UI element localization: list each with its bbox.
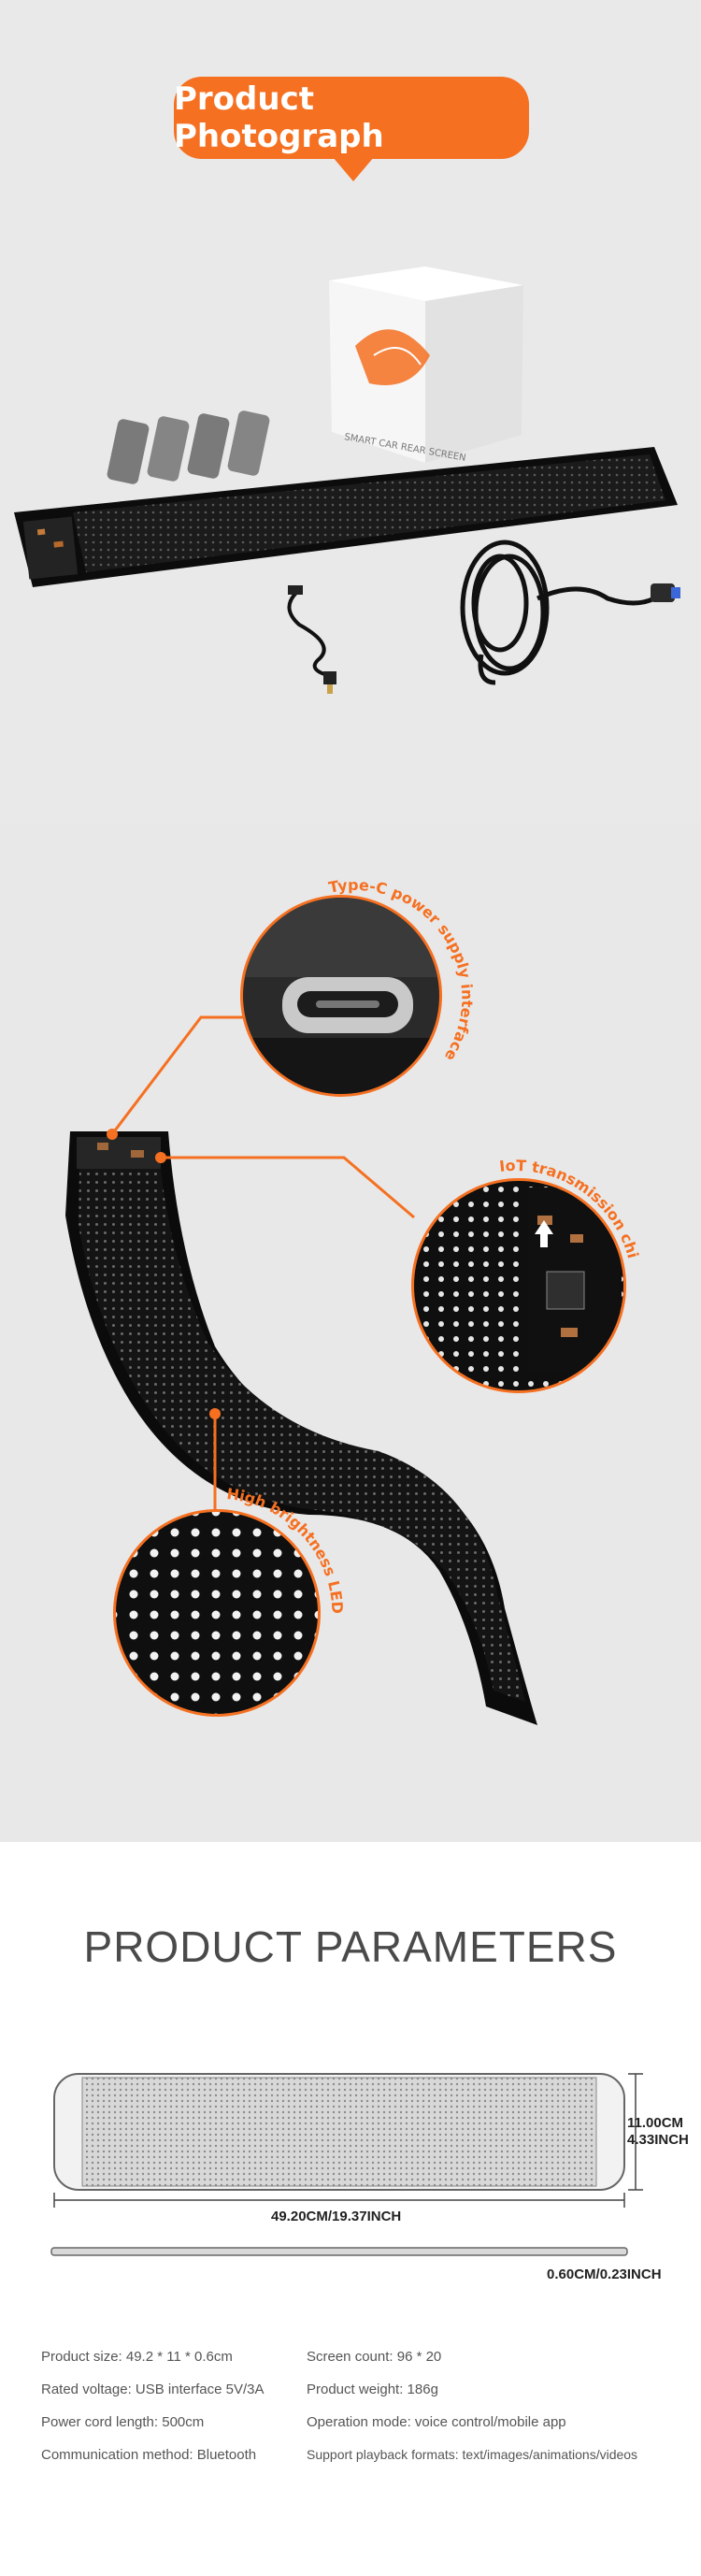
spec-right-1: Product weight: 186g	[307, 2382, 438, 2397]
usb-plug-tip	[671, 587, 680, 598]
product-photograph-badge: Product Photograph	[174, 77, 529, 159]
callout-dot-typec	[107, 1129, 118, 1140]
iot-zoom	[411, 1178, 626, 1393]
long-cable	[460, 540, 656, 685]
callout-lines	[110, 1015, 415, 1512]
badge-pointer	[333, 157, 374, 181]
spec-left-2: Power cord length: 500cm	[41, 2414, 205, 2430]
callout-dot-led	[209, 1408, 221, 1419]
typec-zoom	[240, 895, 442, 1097]
package-box: SMART CAR REAR SCREEN	[329, 266, 523, 464]
feature-illustration: Type-C power supply interface IoT transm…	[0, 0, 642, 1725]
thickness-label: 0.60CM/0.23INCH	[547, 2267, 662, 2282]
spec-left-1: Rated voltage: USB interface 5V/3A	[41, 2382, 265, 2397]
led-strip	[14, 447, 678, 587]
product-photo: SMART CAR REAR SCREEN	[14, 266, 680, 694]
parameters-section	[0, 1842, 701, 2576]
magnetic-strips	[107, 410, 270, 484]
callout-dot-iot	[155, 1152, 166, 1163]
width-label: 49.20CM/19.37INCH	[271, 2209, 402, 2224]
badge-label: Product Photograph	[174, 80, 384, 155]
flexible-screen	[65, 1131, 537, 1725]
usb-plug	[651, 583, 675, 602]
led-zoom	[113, 1509, 321, 1717]
spec-left-0: Product size: 49.2 * 11 * 0.6cm	[41, 2349, 233, 2365]
spec-right-0: Screen count: 96 * 20	[307, 2349, 442, 2365]
height-inch-label: 4.33INCH	[627, 2132, 689, 2148]
spec-right-2: Operation mode: voice control/mobile app	[307, 2414, 566, 2430]
short-cable	[287, 585, 336, 694]
height-cm-label: 11.00CM	[627, 2115, 684, 2131]
spec-left-3: Communication method: Bluetooth	[41, 2447, 257, 2463]
params-title: PRODUCT PARAMETERS	[83, 1922, 618, 1971]
spec-right-3: Support playback formats: text/images/an…	[307, 2447, 638, 2462]
